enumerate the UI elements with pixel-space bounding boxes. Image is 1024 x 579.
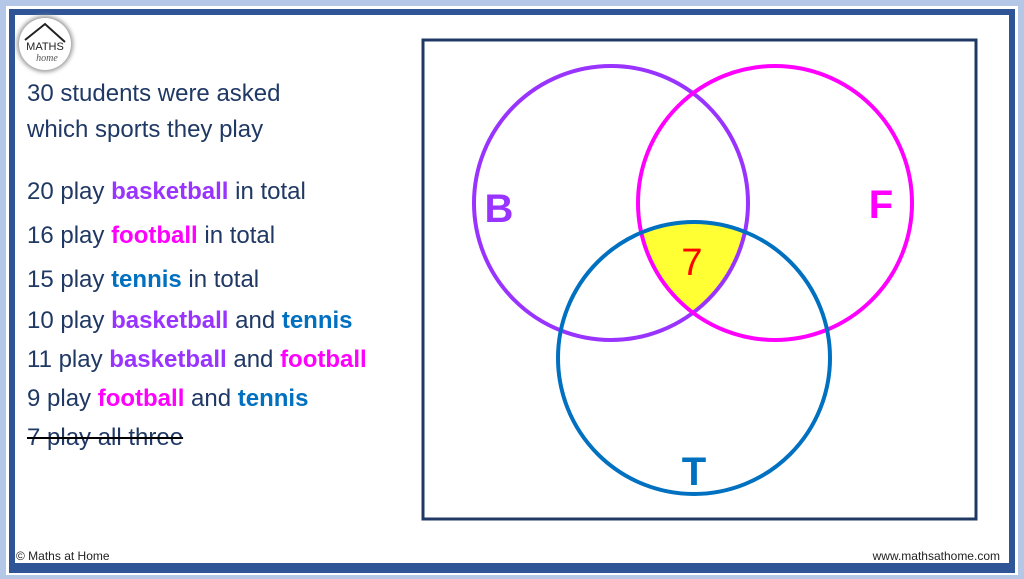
center-value: 7 (681, 242, 702, 284)
maths-at-home-logo: MATHS home (19, 18, 71, 70)
intro-line-2: which sports they play (27, 116, 264, 143)
circle-football (636, 64, 914, 342)
label-t: T (682, 450, 706, 494)
footer-website: www.mathsathome.com (872, 549, 1000, 563)
fact-basketball-total: 20 play basketball in total (27, 178, 306, 205)
label-b: B (485, 187, 514, 231)
fact-all-three-struck: 7 play all three (27, 424, 184, 451)
universal-set-box (421, 38, 978, 521)
footer-copyright: © Maths at Home (16, 549, 110, 563)
svg-text:MATHS: MATHS (26, 41, 64, 53)
fact-basketball-football: 11 play basketball and football (27, 346, 367, 373)
label-f: F (869, 183, 893, 227)
fact-football-total: 16 play football in total (27, 222, 276, 249)
svg-text:home: home (36, 53, 58, 64)
circle-basketball (472, 64, 750, 342)
intro-line-1: 30 students were asked (27, 80, 281, 107)
fact-tennis-total: 15 play tennis in total (27, 266, 260, 293)
circle-tennis (556, 220, 832, 496)
fact-football-tennis: 9 play football and tennis (27, 385, 309, 412)
fact-basketball-tennis: 10 play basketball and tennis (27, 307, 353, 334)
